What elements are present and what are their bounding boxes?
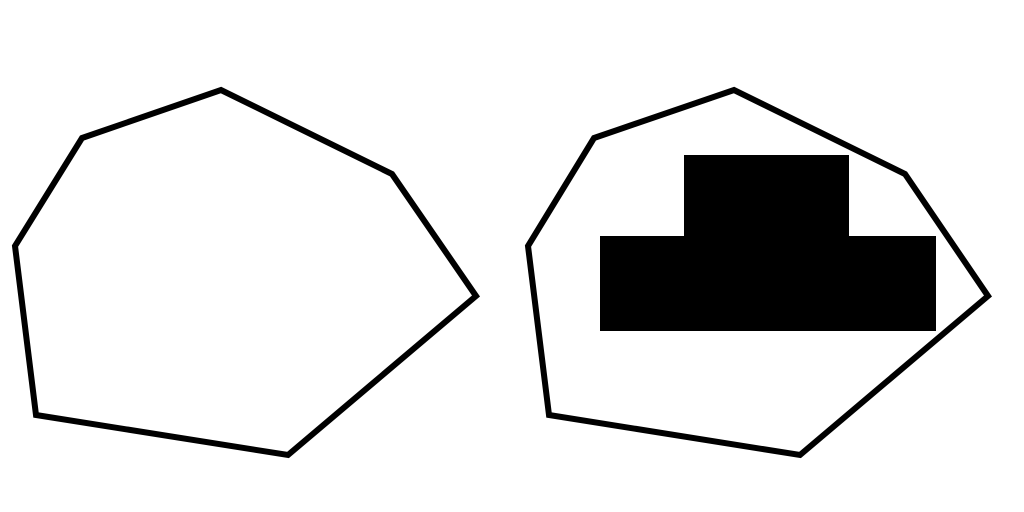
stepped-block-shape <box>600 155 936 331</box>
right-heptagon-outline <box>524 86 992 459</box>
left-heptagon-outline <box>11 86 481 459</box>
